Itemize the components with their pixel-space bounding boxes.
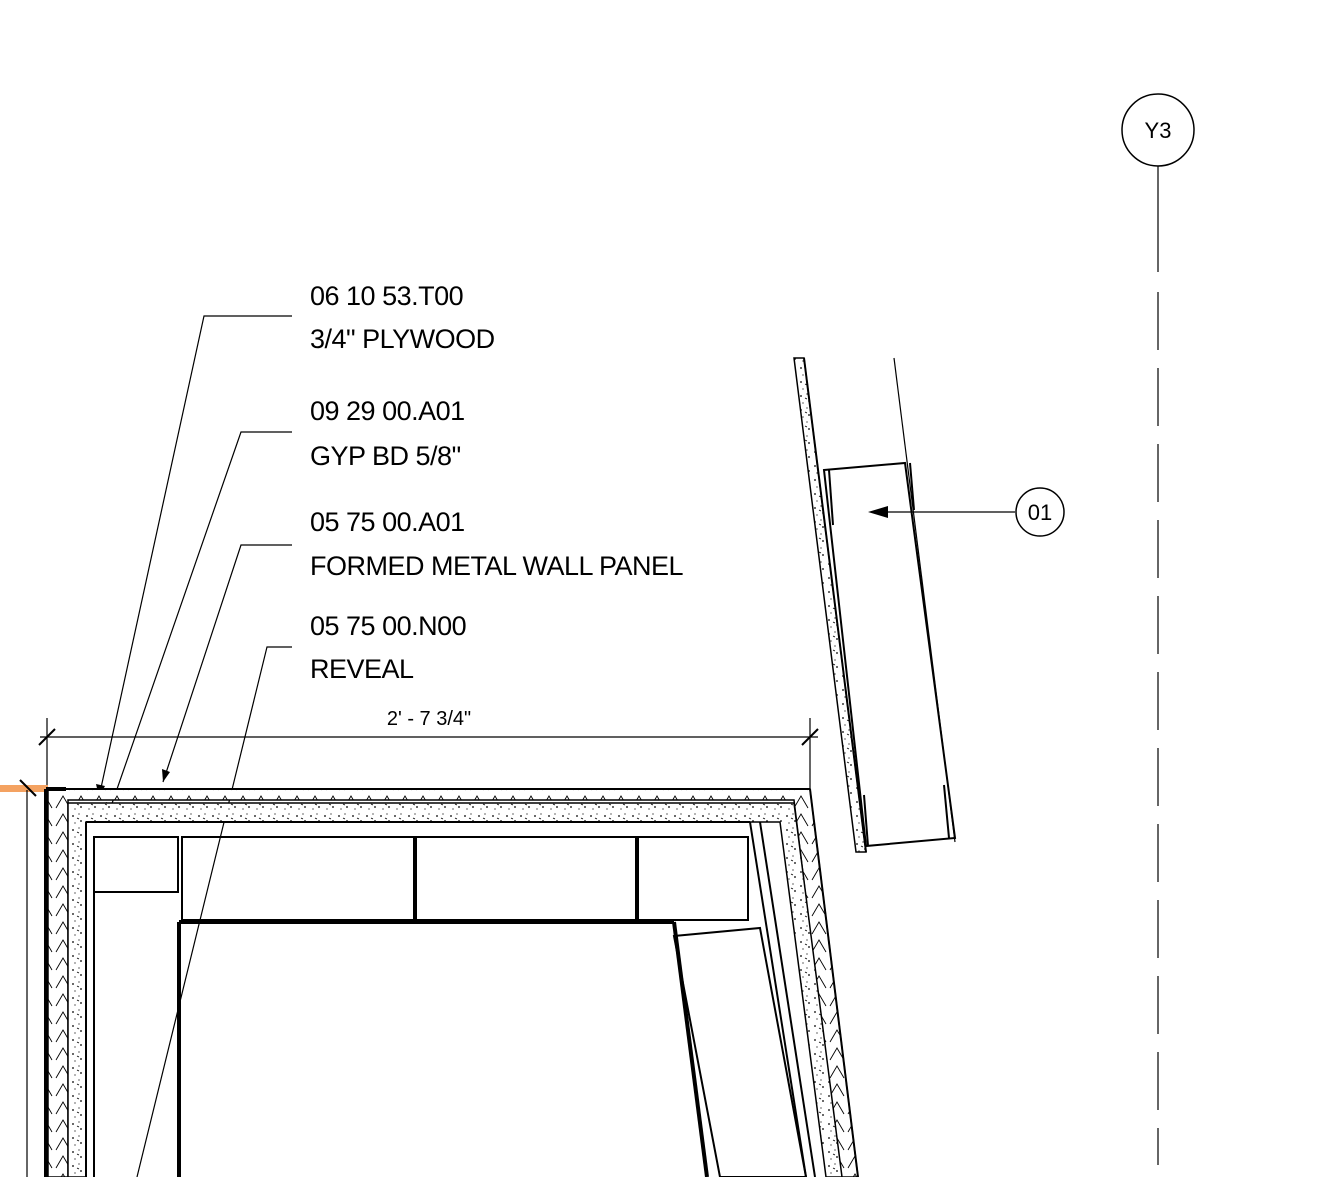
keynote-list: 06 10 53.T00 3/4" PLYWOOD 09 29 00.A01 G… [310, 281, 684, 684]
keynote-leaders [96, 315, 292, 1177]
grid-line-y3: Y3 [1121, 93, 1195, 1165]
highlight-mark [0, 785, 48, 792]
callout-01: 01 [868, 487, 1065, 537]
keynote-desc: 3/4" PLYWOOD [310, 324, 495, 354]
keynote-desc: FORMED METAL WALL PANEL [310, 551, 684, 581]
keynote-code: 06 10 53.T00 [310, 281, 463, 311]
callout-label: 01 [1028, 500, 1052, 525]
keynote-code: 05 75 00.A01 [310, 507, 465, 537]
keynote-code: 09 29 00.A01 [310, 396, 465, 426]
wall-assembly [44, 787, 859, 1177]
dimension-string: 2' - 7 3/4" [38, 708, 819, 790]
keynote-code: 05 75 00.N00 [310, 611, 466, 641]
dimension-label: 2' - 7 3/4" [387, 708, 471, 730]
keynote-desc: REVEAL [310, 654, 414, 684]
callout-bubble [1015, 487, 1065, 537]
angled-wall-section [793, 357, 957, 853]
grid-bubble-label: Y3 [1145, 118, 1172, 143]
keynote-desc: GYP BD 5/8" [310, 441, 461, 471]
